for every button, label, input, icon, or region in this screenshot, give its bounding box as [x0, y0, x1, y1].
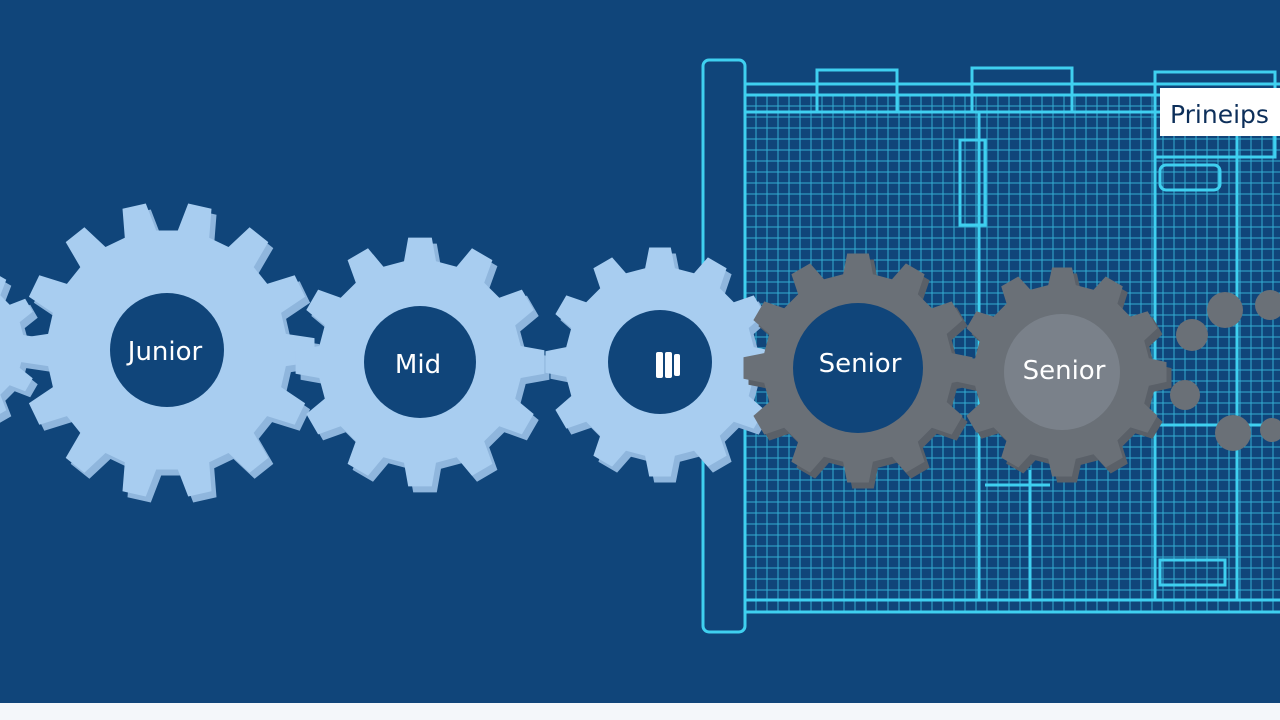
- bottom-strip: [0, 703, 1280, 720]
- gear-junior-label: Junior: [127, 337, 203, 367]
- gear-fragments-right: [1170, 290, 1280, 451]
- gear-senior-1-hub: [793, 303, 923, 433]
- blueprint-title: Prineips: [1170, 100, 1269, 129]
- gear-chain: [0, 203, 1280, 503]
- gear-junior-hub: [110, 293, 224, 407]
- blueprint-title-box: [1160, 88, 1280, 136]
- gear-mid-label: Mid: [394, 350, 442, 380]
- gear-senior-1: [743, 253, 978, 489]
- gear-senior-2: [957, 267, 1172, 483]
- gear-senior-2-hub: [1004, 314, 1120, 430]
- gear-mid: [295, 237, 550, 493]
- gear-senior-1-label: Senior: [818, 349, 902, 379]
- gear-mid-hub: [364, 306, 476, 418]
- gear-senior-2-label: Senior: [1022, 356, 1106, 386]
- gear-junior: [19, 203, 320, 503]
- gear-unlabeled-icon: [656, 352, 680, 378]
